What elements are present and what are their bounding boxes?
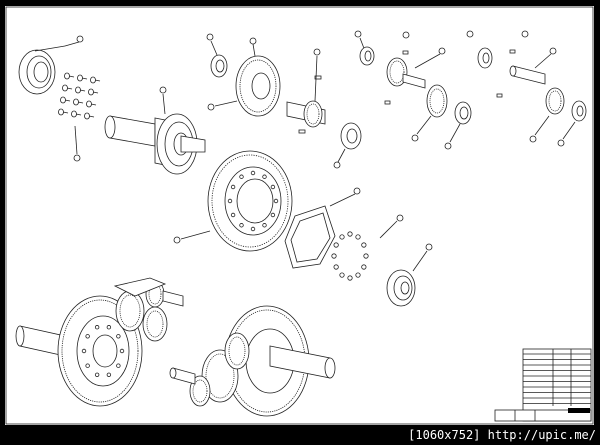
exploded-gearbox-drawing bbox=[5, 6, 594, 425]
watermark-text: [1060x752] http://upic.me/ bbox=[408, 428, 596, 442]
gear-cluster-a bbox=[354, 30, 472, 150]
sheet-border bbox=[5, 6, 594, 425]
hex-plate bbox=[284, 187, 361, 269]
pinion-shaft-top bbox=[286, 48, 326, 134]
gear-cluster-b bbox=[466, 30, 587, 147]
spur-gear-top bbox=[207, 37, 281, 117]
output-shaft-flange bbox=[104, 86, 206, 175]
title-block bbox=[494, 348, 592, 422]
drawing-sheet bbox=[5, 6, 594, 425]
ball-ring bbox=[331, 231, 369, 281]
bearing-right bbox=[386, 243, 433, 307]
ring-gear-large bbox=[173, 150, 293, 252]
title-block-tag bbox=[568, 408, 590, 413]
assembly-center bbox=[169, 305, 336, 417]
bearing-mid-top bbox=[333, 122, 362, 169]
small-bearing-top bbox=[206, 33, 228, 78]
bearing-large-left bbox=[18, 35, 84, 95]
assembly-left bbox=[15, 277, 184, 407]
bolt-set bbox=[58, 72, 101, 162]
